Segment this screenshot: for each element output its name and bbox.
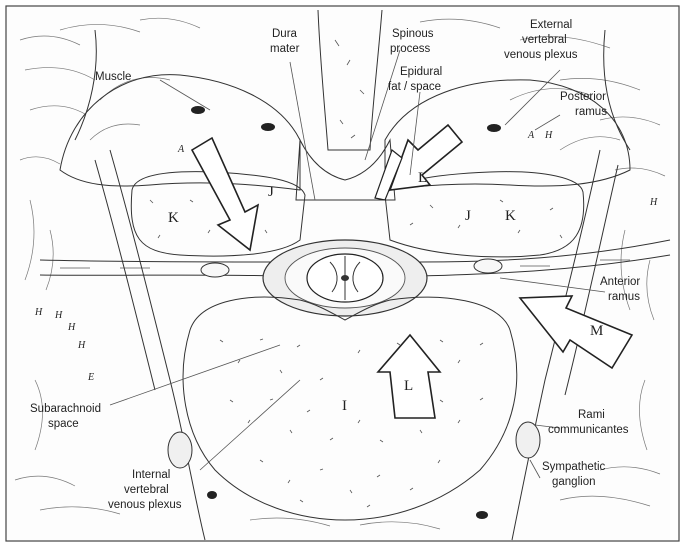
letter-h-left-2: H [54,310,63,321]
label-posterior-2: ramus [575,106,607,118]
vessel-right-1 [487,124,501,132]
label-muscle: Muscle [95,71,131,83]
label-internal-1: Internal [132,469,170,481]
label-dura-1: Dura [272,28,298,40]
label-evp-3: venous plexus [504,49,578,61]
right-root-ganglion [474,259,502,273]
left-sympathetic-ganglion [168,432,192,468]
label-sympathetic-1: Sympathetic [542,461,606,473]
letter-j-right: J [465,208,471,224]
vessel-left-1 [191,106,205,114]
label-epidural-1: Epidural [400,66,442,78]
label-anterior-1: Anterior [600,276,640,288]
letter-h-left-4: H [77,340,86,351]
label-evp-1: External [530,19,572,31]
letter-k-left: K [168,210,179,226]
label-subarachnoid-1: Subarachnoid [30,403,101,415]
label-sympathetic-2: ganglion [552,476,595,488]
label-dura-2: mater [270,43,300,55]
left-vessel-lower [207,491,217,499]
label-posterior-1: Posterior [560,91,606,103]
label-spinous-1: Spinous [392,28,434,40]
letter-h-left-3: H [67,322,76,333]
letter-a-right: A [527,130,535,141]
label-spinous-2: process [390,43,431,55]
letter-i-body: I [342,398,347,414]
right-vessel-lower [476,511,488,519]
letter-h-left-1: H [34,307,43,318]
label-rami-2: communicantes [548,424,629,436]
letter-m-right: M [590,323,603,339]
central-canal [341,275,349,281]
letter-e-left: E [87,372,94,383]
left-root-ganglion [201,263,229,277]
right-sympathetic-ganglion [516,422,540,458]
label-epidural-2: fat / space [388,81,441,93]
label-internal-3: venous plexus [108,499,182,511]
vessel-left-2 [261,123,275,131]
label-subarachnoid-2: space [48,418,79,430]
letter-j-left: J [268,184,274,200]
letter-h-right-1: H [544,130,553,141]
label-rami-1: Rami [578,409,605,421]
label-internal-2: vertebral [124,484,169,496]
letter-l-left: L [418,170,427,186]
label-evp-2: vertebral [522,34,567,46]
letter-l-bottom: L [404,378,413,394]
letter-h-right-2: H [649,197,658,208]
letter-a-left: A [177,144,185,155]
letter-k-right: K [505,208,516,224]
label-anterior-2: ramus [608,291,640,303]
